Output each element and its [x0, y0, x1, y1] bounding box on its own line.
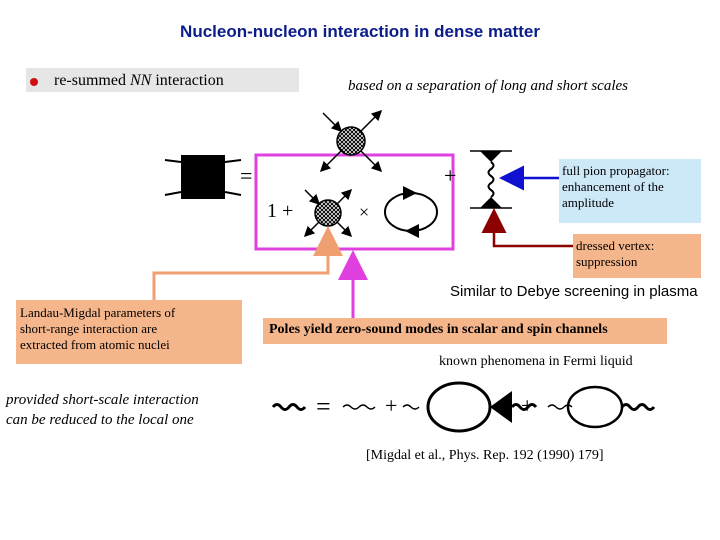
landau-note-line: Landau-Migdal parameters of	[20, 305, 176, 320]
pion-note-line: enhancement of the	[562, 179, 664, 194]
plus-sign: +	[444, 163, 457, 188]
landau-connector	[152, 226, 343, 300]
page-title: Nucleon-nucleon interaction in dense mat…	[180, 22, 540, 41]
bullet-math: NN	[129, 72, 152, 89]
vertex-note-line: dressed vertex:	[576, 238, 655, 253]
dyson-plus-2: +	[521, 393, 534, 418]
scales-note: based on a separation of long and short …	[348, 78, 628, 94]
particle-hole-loop	[384, 186, 438, 238]
landau-note-box: Landau-Migdal parameters of short-range …	[16, 300, 242, 364]
bullet-highlight	[26, 68, 299, 92]
vertex-note-line: suppression	[576, 254, 638, 269]
provided-note: provided short-scale interaction can be …	[6, 390, 199, 430]
inner-vertex	[303, 188, 353, 238]
bullet-prefix: re-summed	[54, 72, 130, 89]
top-vertex	[319, 109, 383, 173]
pion-note-line: full pion propagator:	[562, 163, 670, 178]
pion-exchange	[470, 150, 512, 209]
one-plus: 1 +	[267, 200, 294, 222]
provided-note-line: provided short-scale interaction	[6, 392, 199, 408]
dyson-equation	[271, 381, 656, 433]
dyson-plus-1: +	[385, 393, 398, 418]
bullet-icon	[30, 78, 38, 86]
fermi-note: known phenomena in Fermi liquid	[439, 354, 633, 369]
bullet-suffix: interaction	[151, 72, 224, 89]
vertex-note-box: dressed vertex: suppression	[573, 234, 701, 278]
landau-note-line: short-range interaction are	[20, 321, 158, 336]
pion-note-box: full pion propagator: enhancement of the…	[559, 159, 701, 223]
landau-note-line: extracted from atomic nuclei	[20, 337, 170, 352]
reference: [Migdal et al., Phys. Rep. 192 (1990) 17…	[366, 448, 604, 463]
poles-note-box: Poles yield zero-sound modes in scalar a…	[263, 318, 667, 344]
equals-sign: =	[240, 163, 253, 188]
times-sign: ×	[359, 202, 370, 222]
pion-note-line: amplitude	[562, 195, 614, 210]
debye-note: Similar to Debye screening in plasma	[450, 283, 698, 300]
provided-note-line: can be reduced to the local one	[6, 412, 194, 428]
vertex-arrow	[481, 208, 573, 248]
dyson-equals: =	[316, 392, 331, 421]
full-interaction-vertex	[164, 155, 242, 199]
bullet-text: re-summed NN interaction	[54, 72, 224, 90]
